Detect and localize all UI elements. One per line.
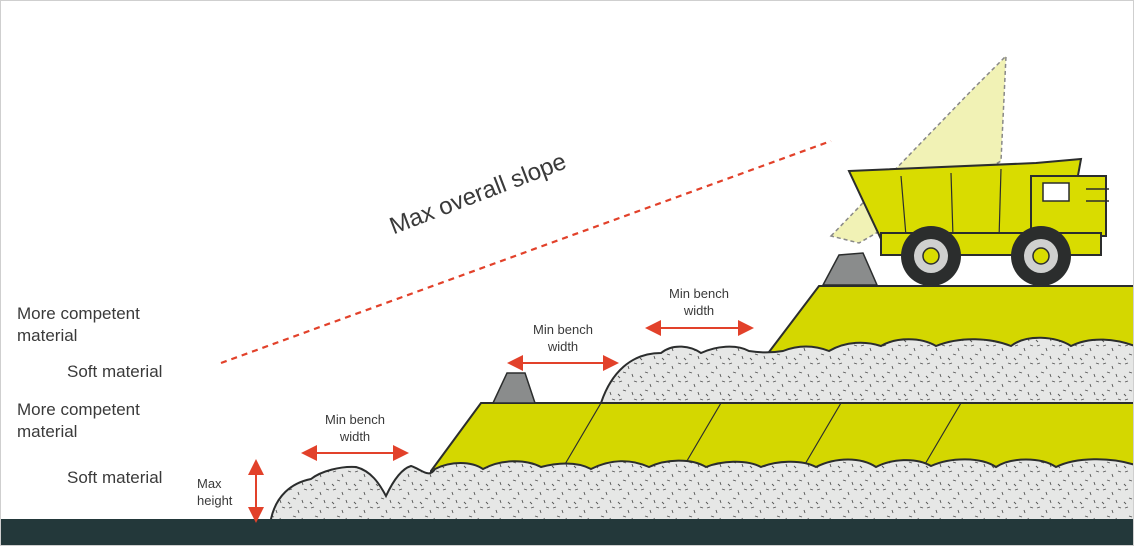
lower-soft-label: Soft material	[67, 468, 163, 487]
dump-truck-icon	[829, 54, 1109, 286]
rock-cone-icon	[491, 372, 537, 404]
bench-width-label-middle: Min bench width	[533, 322, 593, 354]
bench-width-label-lower: Min bench width	[325, 412, 385, 444]
max-height-label: Max height	[197, 476, 233, 508]
bench-width-label-upper: Min bench width	[669, 286, 729, 318]
ground-strip	[1, 519, 1133, 545]
lower-competent-label: More competent material	[17, 400, 140, 441]
lower-competent-dividers	[560, 402, 962, 472]
max-overall-slope-line	[220, 139, 832, 365]
rock-cone-icon	[821, 252, 879, 286]
upper-soft-material	[599, 336, 1133, 404]
upper-competent-label: More competent material	[17, 304, 140, 345]
lower-soft-material	[270, 458, 1133, 522]
upper-soft-label: Soft material	[67, 362, 163, 381]
